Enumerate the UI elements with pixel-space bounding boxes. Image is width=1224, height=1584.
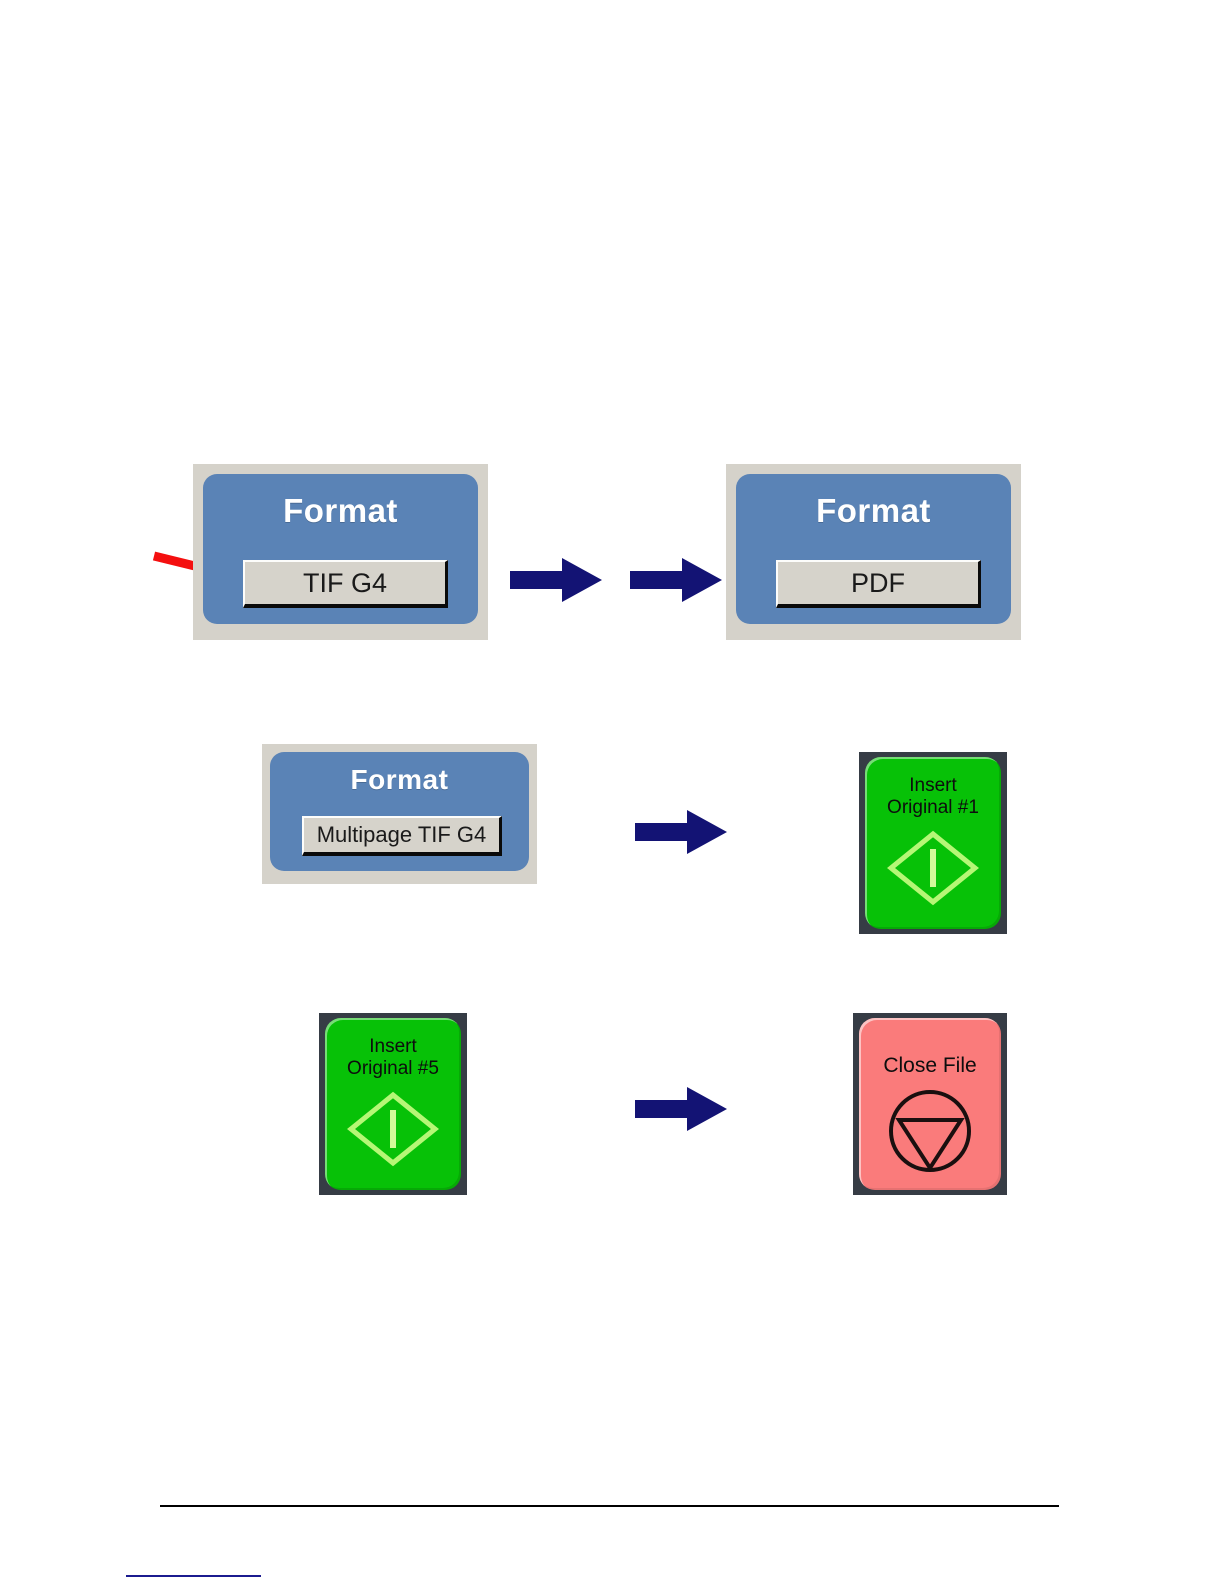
- machine-button-frame-insert-original-1: Insert Original #1: [859, 752, 1007, 934]
- footer-divider-rule: [160, 1505, 1059, 1507]
- machine-button-frame-close-file: Close File: [853, 1013, 1007, 1195]
- format-panel-pdf: Format PDF: [736, 474, 1011, 624]
- machine-button-label: Close File: [883, 1054, 977, 1077]
- format-title: Format: [816, 492, 931, 529]
- machine-button-label: Insert Original #1: [887, 775, 979, 818]
- format-value-button-pdf[interactable]: PDF: [776, 560, 981, 608]
- format-value-button-tif-g4[interactable]: TIF G4: [243, 560, 448, 608]
- format-value-button-multipage-tif-g4[interactable]: Multipage TIF G4: [302, 816, 502, 856]
- navy-right-arrow-1a: [510, 558, 602, 602]
- footer-link-underline: [126, 1575, 261, 1577]
- navy-right-arrow-1b: [630, 558, 722, 602]
- format-frame-tif-g4: Format TIF G4: [193, 464, 488, 640]
- format-frame-pdf: Format PDF: [726, 464, 1021, 640]
- navy-right-arrow-2: [635, 810, 727, 854]
- machine-button-close-file[interactable]: Close File: [859, 1018, 1001, 1190]
- diamond-start-icon: [347, 1091, 439, 1166]
- machine-button-insert-original-1[interactable]: Insert Original #1: [865, 757, 1001, 929]
- format-panel-tif-g4: Format TIF G4: [203, 474, 478, 624]
- machine-button-label: Insert Original #5: [347, 1036, 439, 1079]
- machine-button-frame-insert-original-5: Insert Original #5: [319, 1013, 467, 1195]
- circle-stop-icon: [889, 1090, 971, 1173]
- format-title: Format: [350, 764, 449, 795]
- navy-right-arrow-3: [635, 1087, 727, 1131]
- format-frame-multipage-tif-g4: Format Multipage TIF G4: [262, 744, 537, 884]
- format-panel-multipage-tif-g4: Format Multipage TIF G4: [270, 752, 529, 871]
- format-title: Format: [283, 492, 398, 529]
- machine-button-insert-original-5[interactable]: Insert Original #5: [325, 1018, 461, 1190]
- diamond-start-icon: [887, 830, 979, 905]
